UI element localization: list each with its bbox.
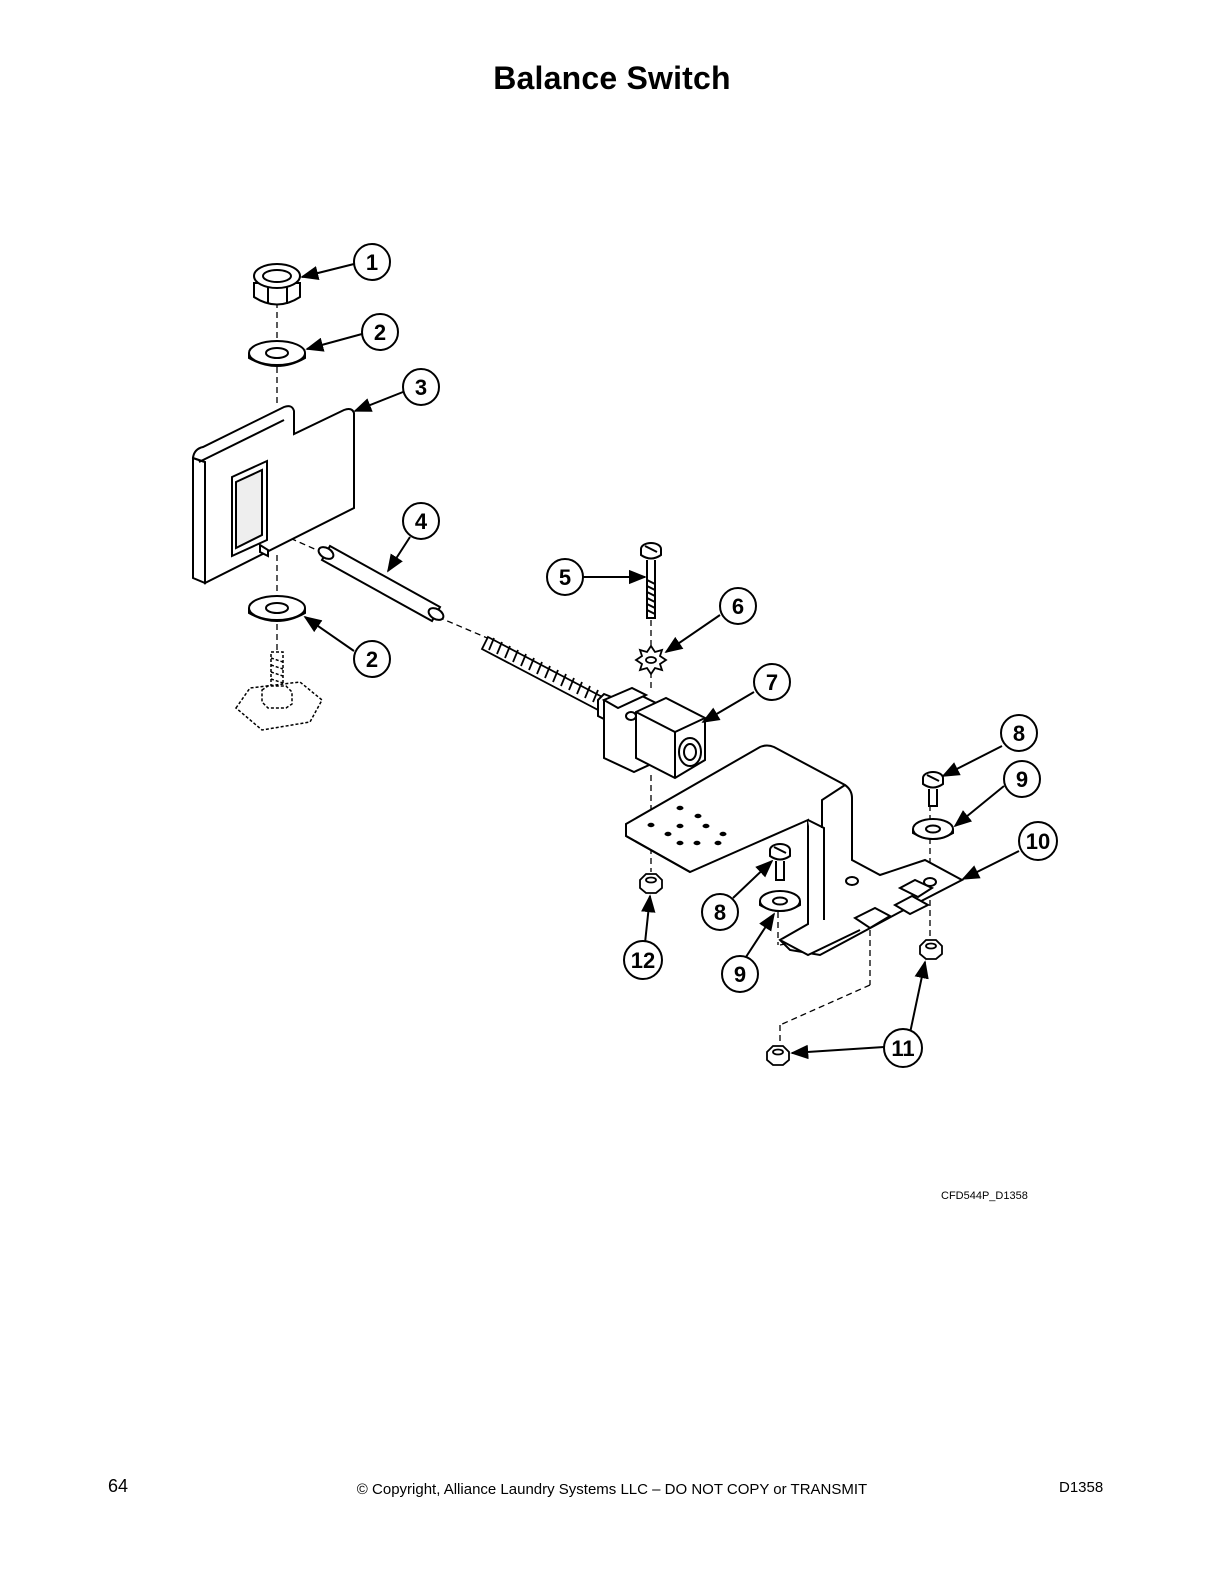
callout-label: 11 xyxy=(891,1036,914,1061)
callout-label: 9 xyxy=(734,962,746,987)
callout-leaders xyxy=(300,263,1020,1060)
callout-2-bottom: 2 xyxy=(353,640,391,678)
small-screw-part-right xyxy=(922,771,944,807)
callout-12: 12 xyxy=(623,940,663,980)
leveling-foot-reference xyxy=(234,651,323,731)
figure-code: CFD544P_D1358 xyxy=(941,1190,1028,1202)
flat-washer-part-left xyxy=(759,890,801,912)
callout-label: 3 xyxy=(415,375,427,400)
rod-part xyxy=(317,544,445,623)
callout-label: 12 xyxy=(631,948,655,973)
callout-6: 6 xyxy=(719,587,757,625)
page-number: 64 xyxy=(108,1476,129,1496)
balance-switch-part xyxy=(597,686,706,780)
callout-label: 6 xyxy=(732,594,744,619)
copyright-notice: © Copyright, Alliance Laundry Systems LL… xyxy=(356,1481,868,1498)
callout-label: 9 xyxy=(1016,767,1028,792)
callout-9-left: 9 xyxy=(721,955,759,993)
callout-label: 2 xyxy=(374,320,386,345)
hex-nut-part-11-right xyxy=(919,939,943,960)
callout-label: 5 xyxy=(559,565,571,590)
callout-11: 11 xyxy=(883,1028,923,1068)
page-title: Balance Switch xyxy=(493,60,731,96)
callout-label: 10 xyxy=(1026,829,1050,854)
switch-bracket-part xyxy=(191,405,355,585)
flat-washer-part-right xyxy=(912,818,954,840)
callout-2-top: 2 xyxy=(361,313,399,351)
washer-part-bottom xyxy=(248,595,306,622)
callout-label: 2 xyxy=(366,647,378,672)
washer-part-top xyxy=(248,340,306,367)
callout-9-right: 9 xyxy=(1003,760,1041,798)
callout-3: 3 xyxy=(402,368,440,406)
threaded-stud xyxy=(480,635,610,714)
callout-8-left: 8 xyxy=(701,893,739,931)
star-lock-washer-part xyxy=(634,644,668,676)
callout-4: 4 xyxy=(402,502,440,540)
callout-label: 4 xyxy=(415,509,428,534)
long-screw-part xyxy=(640,542,662,619)
callout-label: 8 xyxy=(1013,721,1025,746)
callout-label: 7 xyxy=(766,670,778,695)
mounting-plate-part xyxy=(625,744,965,957)
document-id: D1358 xyxy=(1059,1479,1104,1496)
callout-label: 8 xyxy=(714,900,726,925)
callout-8-right: 8 xyxy=(1000,714,1038,752)
callout-7: 7 xyxy=(753,663,791,701)
hex-nut-part-11-left xyxy=(766,1045,790,1066)
callout-10: 10 xyxy=(1018,821,1058,861)
small-screw-part-left xyxy=(769,843,791,881)
callout-1: 1 xyxy=(353,243,391,281)
lock-nut-part xyxy=(253,263,301,306)
callout-label: 1 xyxy=(366,250,378,275)
callout-5: 5 xyxy=(546,558,584,596)
hex-nut-part-12 xyxy=(639,873,663,894)
